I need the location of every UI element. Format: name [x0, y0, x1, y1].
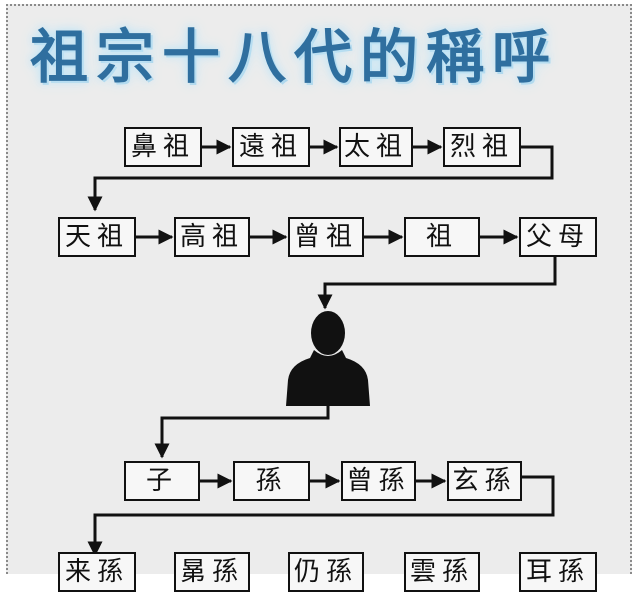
- node-zengzu: 曾祖: [288, 217, 364, 257]
- node-ersun: 耳孫: [519, 552, 597, 592]
- node-gaozu: 高祖: [174, 217, 250, 257]
- node-kunsun: 晜孫: [174, 552, 250, 592]
- node-yunsun: 雲孫: [404, 552, 480, 592]
- node-zu: 祖: [404, 217, 480, 257]
- page-title: 祖宗十八代的稱呼: [30, 23, 559, 91]
- person-silhouette-icon: [286, 311, 370, 406]
- node-fumu: 父母: [519, 217, 597, 257]
- node-bizu: 鼻祖: [124, 127, 202, 167]
- node-laisun: 来孫: [58, 552, 136, 592]
- connector-lines: [87, 139, 557, 557]
- node-zi: 子: [124, 461, 200, 501]
- node-yuanzu: 遠祖: [232, 127, 310, 167]
- node-xuansun: 玄孫: [447, 461, 522, 501]
- node-rengsun: 仍孫: [288, 552, 364, 592]
- node-tianzu: 天祖: [58, 217, 136, 257]
- node-sun: 孫: [233, 461, 310, 501]
- node-liezu: 烈祖: [443, 127, 521, 167]
- diagram-frame: [6, 4, 632, 574]
- node-zengsun: 曾孫: [341, 461, 416, 501]
- node-taizu: 太祖: [339, 127, 413, 167]
